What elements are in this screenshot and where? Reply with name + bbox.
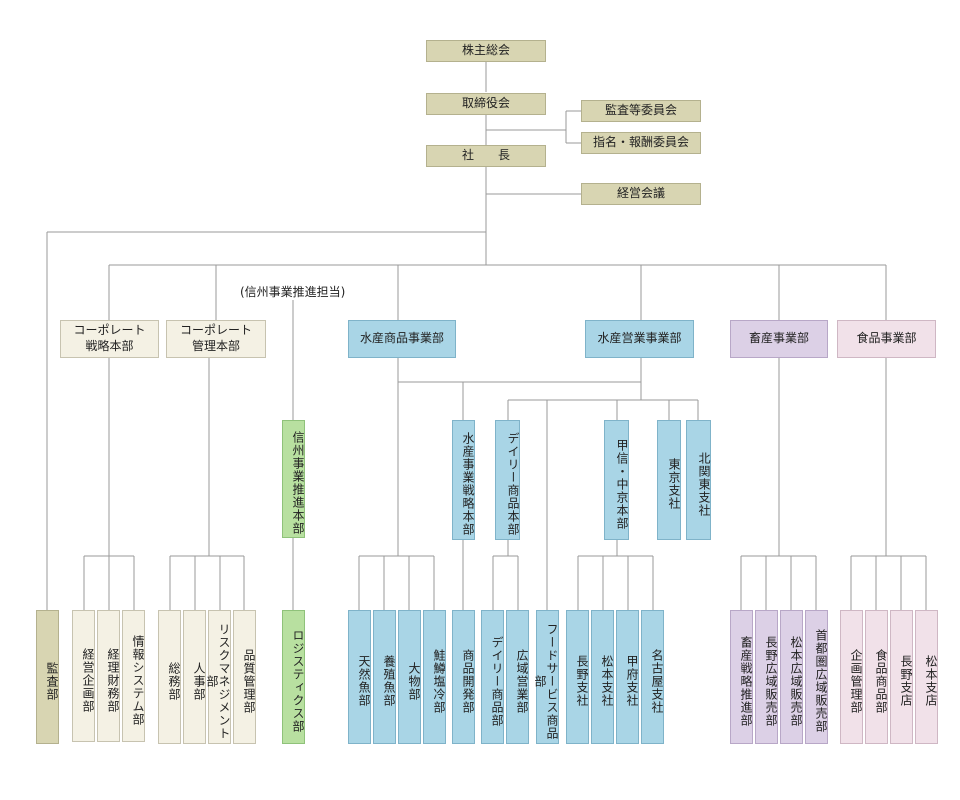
tokyo-branch-box: 東京支社 [657, 420, 681, 540]
food-label: 食品事業部 [856, 331, 917, 346]
koshin-chukyo-label: 甲信・中京本部 [615, 438, 629, 530]
regional-sales-dept-box: 広域営業部 [506, 610, 529, 744]
tokyo-branch-label: 東京支社 [667, 458, 681, 510]
nagano-store-box: 長野支店 [890, 610, 913, 744]
audit-dept-label: 監査部 [45, 661, 59, 701]
nagano-regional-dept-box: 長野広域販売部 [755, 610, 778, 744]
quality-dept-label: 品質管理部 [242, 648, 256, 714]
logistics-dept-label: ロジスティクス部 [291, 629, 305, 733]
kofu-office-label: 甲府支社 [625, 655, 639, 707]
nagano-regional-dept-label: 長野広域販売部 [764, 635, 778, 727]
general-affairs-dept-label: 総務部 [167, 661, 181, 701]
management-meeting-label: 経営会議 [616, 186, 665, 201]
shareholders-meeting-label: 株主総会 [461, 43, 510, 58]
nomination-committee-label: 指名・報酬委員会 [592, 135, 689, 150]
food-service-dept-label: フードサービス商品部 [533, 622, 559, 740]
audit-committee-box: 監査等委員会 [581, 100, 701, 122]
board-box: 取締役会 [426, 93, 546, 115]
president-box: 社 長 [426, 145, 546, 167]
nagano-store-label: 長野支店 [899, 655, 913, 707]
salmon-dept-box: 鮭鱒塩冷部 [423, 610, 446, 744]
nagoya-office-label: 名古屋支社 [650, 648, 664, 714]
nomination-committee-box: 指名・報酬委員会 [581, 132, 701, 154]
food-service-dept-box: フードサービス商品部 [533, 610, 559, 744]
matsumoto-store-label: 松本支店 [924, 655, 938, 707]
finance-dept-box: 経理財務部 [97, 610, 120, 742]
food-planning-dept-label: 企画管理部 [849, 648, 863, 714]
nagoya-office-box: 名古屋支社 [641, 610, 664, 744]
farmed-fish-dept-label: 養殖魚部 [382, 655, 396, 707]
product-dev-dept-box: 商品開発部 [452, 610, 475, 744]
shinshu-promo-label: 信州事業推進本部 [291, 431, 305, 535]
livestock-strategy-dept-label: 畜産戦略推進部 [739, 635, 753, 727]
salmon-dept-label: 鮭鱒塩冷部 [432, 648, 446, 714]
food-box: 食品事業部 [837, 320, 936, 358]
info-systems-dept-label: 情報システム部 [131, 634, 145, 726]
daily-products-hq-box: デイリー商品本部 [495, 420, 520, 540]
product-dev-dept-label: 商品開発部 [461, 648, 475, 714]
risk-dept-box: リスクマネジメント部 [205, 610, 231, 744]
logistics-dept-box: ロジスティクス部 [282, 610, 305, 744]
kofu-office-box: 甲府支社 [616, 610, 639, 744]
livestock-strategy-dept-box: 畜産戦略推進部 [730, 610, 753, 744]
seafood-products-label: 水産商品事業部 [359, 331, 444, 346]
livestock-label: 畜産事業部 [748, 331, 809, 346]
shinshu-note: (信州事業推進担当) [240, 285, 346, 299]
metro-regional-dept-label: 首都圏広域販売部 [814, 629, 828, 733]
kitakanto-branch-label: 北関東支社 [697, 451, 711, 517]
daily-products-dept-label: デイリー商品部 [490, 635, 504, 727]
planning-dept-label: 経営企画部 [81, 647, 95, 713]
corp-strategy-box: コーポレート 戦略本部 [60, 320, 159, 358]
corp-strategy-label: コーポレート 戦略本部 [73, 323, 146, 353]
corp-admin-label: コーポレート 管理本部 [179, 323, 252, 353]
risk-dept-label: リスクマネジメント部 [205, 622, 231, 740]
daily-products-dept-box: デイリー商品部 [481, 610, 504, 744]
farmed-fish-dept-box: 養殖魚部 [373, 610, 396, 744]
wild-fish-dept-label: 天然魚部 [357, 655, 371, 707]
nagano-office-box: 長野支社 [566, 610, 589, 744]
general-affairs-dept-box: 総務部 [158, 610, 181, 744]
large-fish-dept-label: 大物部 [407, 661, 421, 701]
shinshu-promo-box: 信州事業推進本部 [282, 420, 305, 538]
hr-dept-label: 人事部 [192, 661, 206, 701]
seafood-strategy-box: 水産事業戦略本部 [452, 420, 475, 540]
matsumoto-regional-dept-box: 松本広域販売部 [780, 610, 803, 744]
large-fish-dept-box: 大物部 [398, 610, 421, 744]
matsumoto-regional-dept-label: 松本広域販売部 [789, 635, 803, 727]
metro-regional-dept-box: 首都圏広域販売部 [805, 610, 828, 744]
kitakanto-branch-box: 北関東支社 [686, 420, 711, 540]
seafood-strategy-label: 水産事業戦略本部 [461, 432, 475, 536]
audit-dept-box: 監査部 [36, 610, 59, 744]
president-label: 社 長 [461, 148, 510, 163]
daily-products-hq-label: デイリー商品本部 [506, 432, 520, 536]
food-products-dept-box: 食品商品部 [865, 610, 888, 744]
livestock-box: 畜産事業部 [730, 320, 828, 358]
seafood-sales-box: 水産営業事業部 [585, 320, 694, 358]
koshin-chukyo-box: 甲信・中京本部 [604, 420, 629, 540]
hr-dept-box: 人事部 [183, 610, 206, 744]
wild-fish-dept-box: 天然魚部 [348, 610, 371, 744]
seafood-products-box: 水産商品事業部 [348, 320, 456, 358]
seafood-sales-label: 水産営業事業部 [597, 331, 682, 346]
food-planning-dept-box: 企画管理部 [840, 610, 863, 744]
shareholders-meeting-box: 株主総会 [426, 40, 546, 62]
matsumoto-office-box: 松本支社 [591, 610, 614, 744]
management-meeting-box: 経営会議 [581, 183, 701, 205]
matsumoto-office-label: 松本支社 [600, 655, 614, 707]
food-products-dept-label: 食品商品部 [874, 648, 888, 714]
matsumoto-store-box: 松本支店 [915, 610, 938, 744]
info-systems-dept-box: 情報システム部 [122, 610, 145, 742]
regional-sales-dept-label: 広域営業部 [515, 648, 529, 714]
board-label: 取締役会 [461, 96, 510, 111]
nagano-office-label: 長野支社 [575, 655, 589, 707]
finance-dept-label: 経理財務部 [106, 647, 120, 713]
planning-dept-box: 経営企画部 [72, 610, 95, 742]
quality-dept-box: 品質管理部 [233, 610, 256, 744]
audit-committee-label: 監査等委員会 [604, 103, 677, 118]
corp-admin-box: コーポレート 管理本部 [166, 320, 266, 358]
